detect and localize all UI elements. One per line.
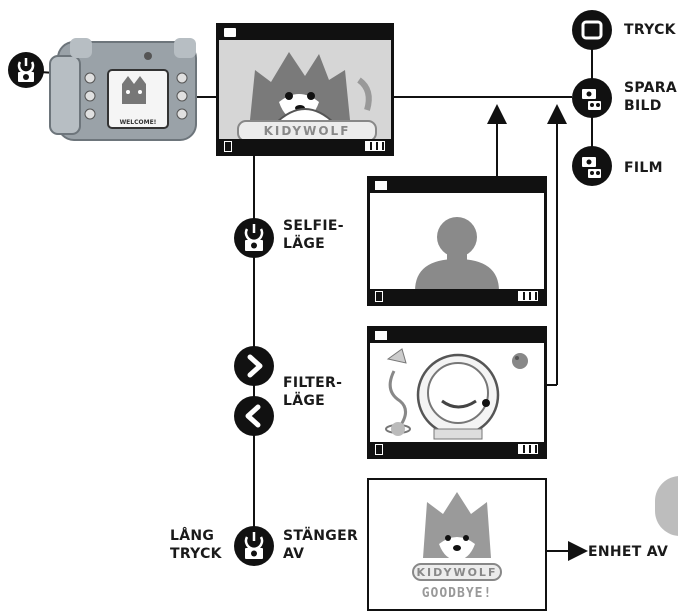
filter-label-line1: FILTER- [283, 375, 343, 391]
screen-bottom-bar [219, 139, 391, 153]
main-camera-screen: KIDYWOLF [216, 23, 394, 156]
video-label: FILM [624, 160, 663, 176]
goodbye-brand-text: KIDYWOLF [416, 566, 498, 579]
page-tab-marker [655, 476, 678, 536]
sd-card-icon [224, 141, 232, 152]
power-off-label-line1: STÄNGER [283, 528, 359, 544]
selfie-battery-icon [518, 291, 538, 301]
filter-bottom-bar [370, 442, 544, 456]
save-photo-label-line1: SPARA [624, 80, 678, 96]
filter-camera-icon [375, 331, 387, 340]
power-off-label-line2: AV [283, 546, 305, 562]
selfie-power-icon[interactable] [234, 218, 274, 258]
filter-label-line2: LÄGE [283, 393, 326, 409]
chevron-right-icon[interactable] [234, 346, 274, 386]
device-off-label: ENHET AV [588, 544, 669, 560]
goodbye-screen: KIDYWOLF GOODBYE! [367, 478, 547, 611]
battery-icon [365, 141, 385, 151]
astronaut-filter-illustration [370, 343, 544, 444]
long-press-label-line1: LÅNG [170, 528, 215, 544]
selfie-bottom-bar [370, 289, 544, 303]
selfie-label-line1: SELFIE- [283, 218, 344, 234]
filter-top-bar [370, 329, 544, 343]
goodbye-wolf-illustration [412, 492, 502, 581]
filter-screen [367, 326, 547, 459]
filter-battery-icon [518, 444, 538, 454]
print-label: TRYCK [624, 22, 676, 38]
chevron-left-icon[interactable] [234, 396, 274, 436]
selfie-sd-icon [375, 291, 383, 302]
main-brand-text: KIDYWOLF [263, 124, 351, 138]
long-press-label-line2: TRYCK [170, 546, 222, 562]
selfie-label-line2: LÄGE [283, 236, 326, 252]
goodbye-text: GOODBYE! [421, 586, 493, 601]
selfie-top-bar [370, 179, 544, 193]
device-welcome-text: WELCOME! [120, 119, 157, 126]
selfie-screen [367, 176, 547, 306]
power-off-icon[interactable] [234, 526, 274, 566]
save-photo-label-line2: BILD [624, 98, 662, 114]
video-icon[interactable] [572, 146, 612, 186]
power-camera-icon-device[interactable] [8, 52, 44, 88]
selfie-camera-icon [375, 181, 387, 190]
camera-mode-icon [224, 28, 236, 37]
filter-sd-icon [375, 444, 383, 455]
person-silhouette [415, 217, 499, 291]
kidy-camera-device: WELCOME! [49, 38, 197, 141]
screen-top-bar [219, 26, 391, 40]
print-icon[interactable] [572, 10, 612, 50]
save-photo-icon[interactable] [572, 78, 612, 118]
